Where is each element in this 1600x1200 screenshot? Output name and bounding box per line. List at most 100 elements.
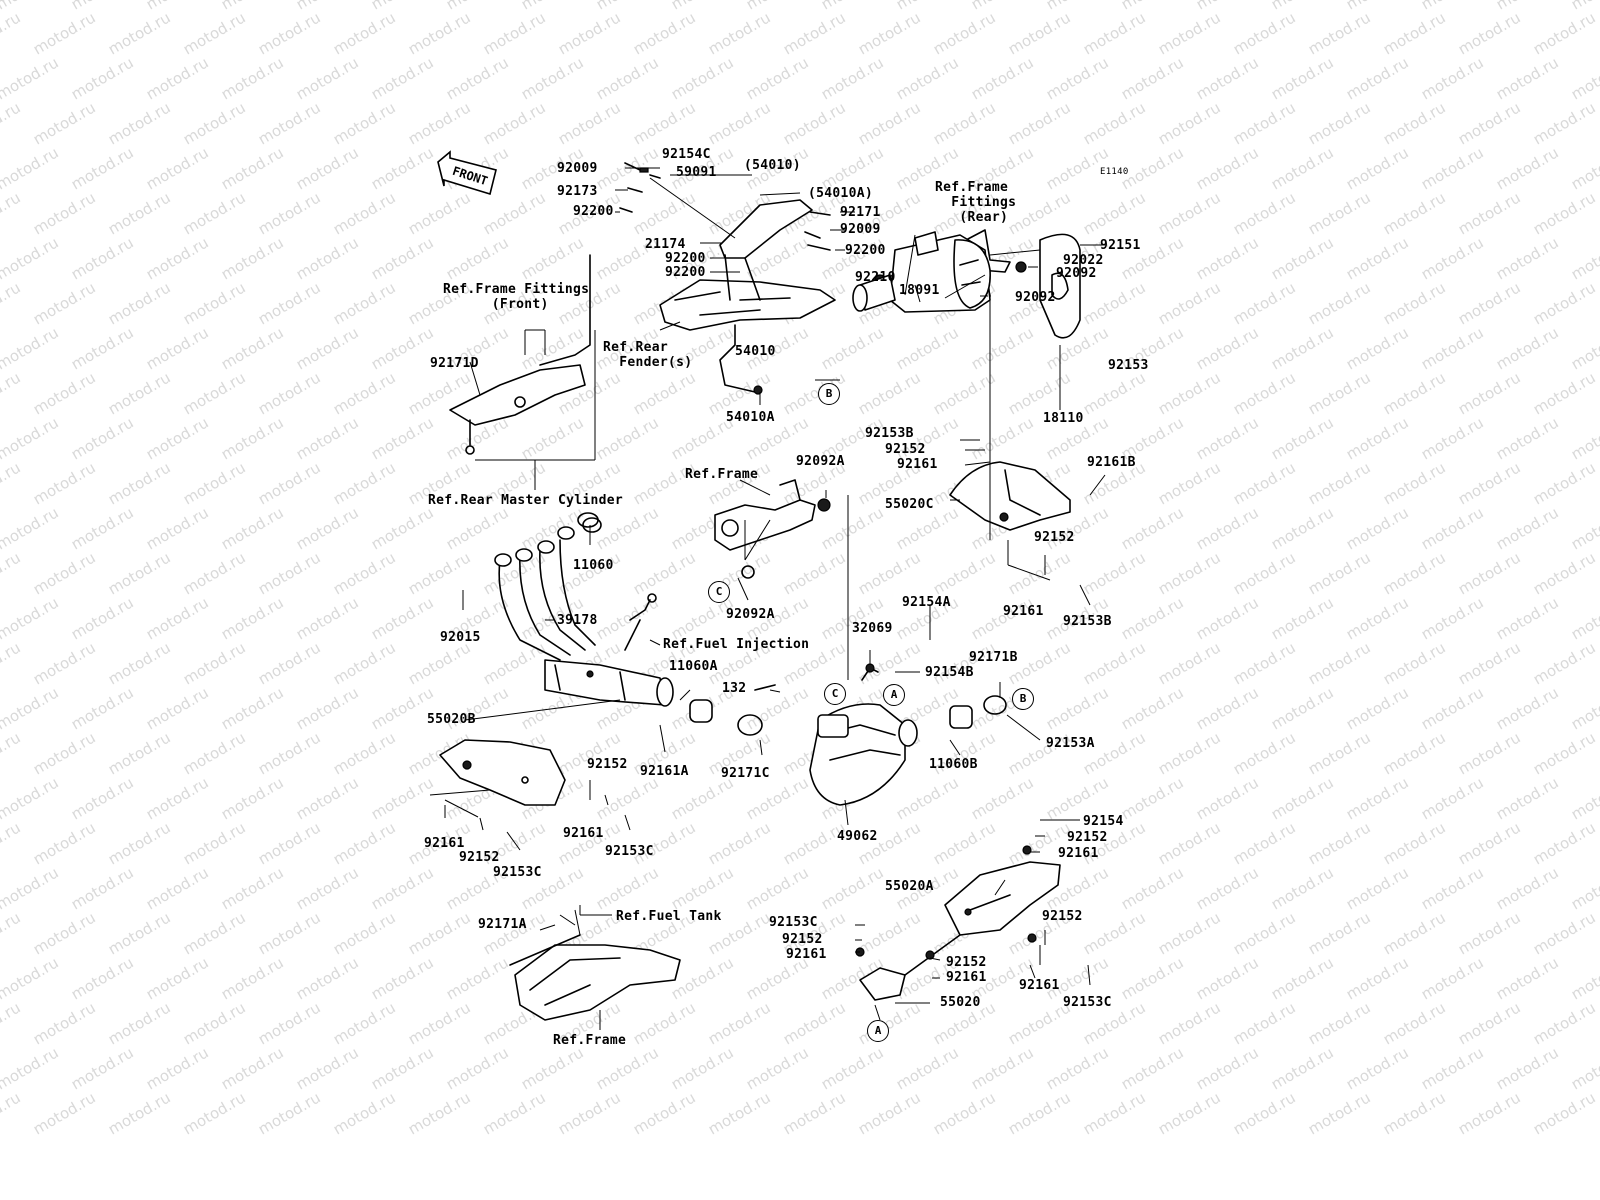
part-number-49062: 49062 [837, 829, 878, 844]
part-number-92009: 92009 [557, 161, 598, 176]
part-number-92092: 92092 [1056, 266, 1097, 281]
diagram-code: E1140 [1100, 167, 1129, 177]
part-number-54010A-ref: (54010A) [808, 186, 874, 201]
part-number-11060A: 11060A [669, 659, 718, 674]
part-number-55020: 55020 [940, 995, 981, 1010]
part-number-92153B: 92153B [1063, 614, 1112, 629]
part-number-92152: 92152 [1067, 830, 1108, 845]
ref-frame-mid: Ref.Frame [685, 467, 759, 482]
part-number-55020B: 55020B [427, 712, 476, 727]
part-number-92092: 92092 [1015, 290, 1056, 305]
pre-chamber-drawing [809, 663, 918, 806]
part-number-92152: 92152 [1034, 530, 1075, 545]
part-number-92153C: 92153C [769, 915, 818, 930]
part-number-92173: 92173 [557, 184, 598, 199]
gaskets-and-pipe-drawing [582, 517, 1007, 736]
part-number-92161: 92161 [946, 970, 987, 985]
muffler-cap-drawing [1039, 233, 1081, 339]
ref-fuel-tank: Ref.Fuel Tank [616, 909, 722, 924]
part-number-92153C: 92153C [605, 844, 654, 859]
part-number-21174: 21174 [645, 237, 686, 252]
part-number-92153C: 92153C [493, 865, 542, 880]
part-number-92161: 92161 [563, 826, 604, 841]
callout-C: C [824, 683, 846, 705]
part-number-92171D: 92171D [430, 356, 479, 371]
part-number-32069: 32069 [852, 621, 893, 636]
part-number-92153: 92153 [1108, 358, 1149, 373]
lower-frame-drawing [509, 934, 681, 1021]
callout-A: A [867, 1020, 889, 1042]
exhaust-header-drawing [494, 512, 674, 707]
part-number-54010A: 54010A [726, 410, 775, 425]
callout-B: B [818, 383, 840, 405]
part-number-55020C: 55020C [885, 497, 934, 512]
part-number-92161: 92161 [1058, 846, 1099, 861]
part-number-92200: 92200 [665, 265, 706, 280]
part-number-92152: 92152 [946, 955, 987, 970]
part-number-92171B: 92171B [969, 650, 1018, 665]
part-number-92152: 92152 [885, 442, 926, 457]
part-number-92200: 92200 [573, 204, 614, 219]
part-number-39178: 39178 [557, 613, 598, 628]
part-number-92153C: 92153C [1063, 995, 1112, 1010]
part-number-92171: 92171 [840, 205, 881, 220]
ref-frame-fittings-front: Ref.Frame Fittings (Front) [443, 282, 590, 312]
callout-C: C [708, 581, 730, 603]
part-number-54010-ref: (54010) [744, 158, 801, 173]
part-number-92210: 92210 [855, 270, 896, 285]
part-number-92171C: 92171C [721, 766, 770, 781]
part-number-92154C: 92154C [662, 147, 711, 162]
part-number-92015: 92015 [440, 630, 481, 645]
part-number-92161A: 92161A [640, 764, 689, 779]
part-number-92152: 92152 [1042, 909, 1083, 924]
part-number-11060: 11060 [573, 558, 614, 573]
part-number-59091: 59091 [676, 165, 717, 180]
callout-A: A [883, 684, 905, 706]
part-number-92161: 92161 [424, 836, 465, 851]
part-number-92154A: 92154A [902, 595, 951, 610]
part-number-92152: 92152 [782, 932, 823, 947]
part-number-132: 132 [722, 681, 747, 696]
part-number-92152: 92152 [459, 850, 500, 865]
frame-bracket-drawing [714, 479, 831, 579]
part-number-92200: 92200 [665, 251, 706, 266]
part-number-92009: 92009 [840, 222, 881, 237]
part-number-92161: 92161 [1019, 978, 1060, 993]
part-number-54010: 54010 [735, 344, 776, 359]
part-number-92161B: 92161B [1087, 455, 1136, 470]
ref-rear-fender: Ref.Rear Fender(s) [603, 340, 693, 370]
part-number-92092A: 92092A [796, 454, 845, 469]
part-number-92161: 92161 [1003, 604, 1044, 619]
front-direction-arrow-icon: FRONT [437, 150, 497, 196]
leader-lines [429, 167, 1106, 1030]
ref-fuel-injection: Ref.Fuel Injection [663, 637, 810, 652]
part-number-92151: 92151 [1100, 238, 1141, 253]
callout-B: B [1012, 688, 1034, 710]
part-number-92161: 92161 [897, 457, 938, 472]
ref-rear-master-cylinder: Ref.Rear Master Cylinder [428, 493, 624, 508]
part-number-18091: 18091 [899, 283, 940, 298]
heat-shield-55020A-drawing [855, 845, 1061, 1001]
part-number-92092A: 92092A [726, 607, 775, 622]
muffler-drawing [852, 231, 991, 313]
part-number-92200: 92200 [845, 243, 886, 258]
heat-shield-55020C-drawing [949, 461, 1071, 531]
part-number-92171A: 92171A [478, 917, 527, 932]
part-number-55020A: 55020A [885, 879, 934, 894]
part-number-92161: 92161 [786, 947, 827, 962]
part-number-92022: 92022 [1063, 253, 1104, 268]
heat-shield-55020B-drawing [439, 739, 566, 806]
part-number-11060B: 11060B [929, 757, 978, 772]
part-number-18110: 18110 [1043, 411, 1084, 426]
front-frame-fitting-drawing [449, 254, 591, 455]
part-number-92153A: 92153A [1046, 736, 1095, 751]
part-number-92154: 92154 [1083, 814, 1124, 829]
part-number-92154B: 92154B [925, 665, 974, 680]
part-number-92152: 92152 [587, 757, 628, 772]
part-number-92153B: 92153B [865, 426, 914, 441]
muffler-bracket-drawing [659, 199, 836, 395]
ref-frame-bottom: Ref.Frame [553, 1033, 627, 1048]
ref-frame-fittings-rear: Ref.Frame Fittings (Rear) [935, 180, 1017, 225]
